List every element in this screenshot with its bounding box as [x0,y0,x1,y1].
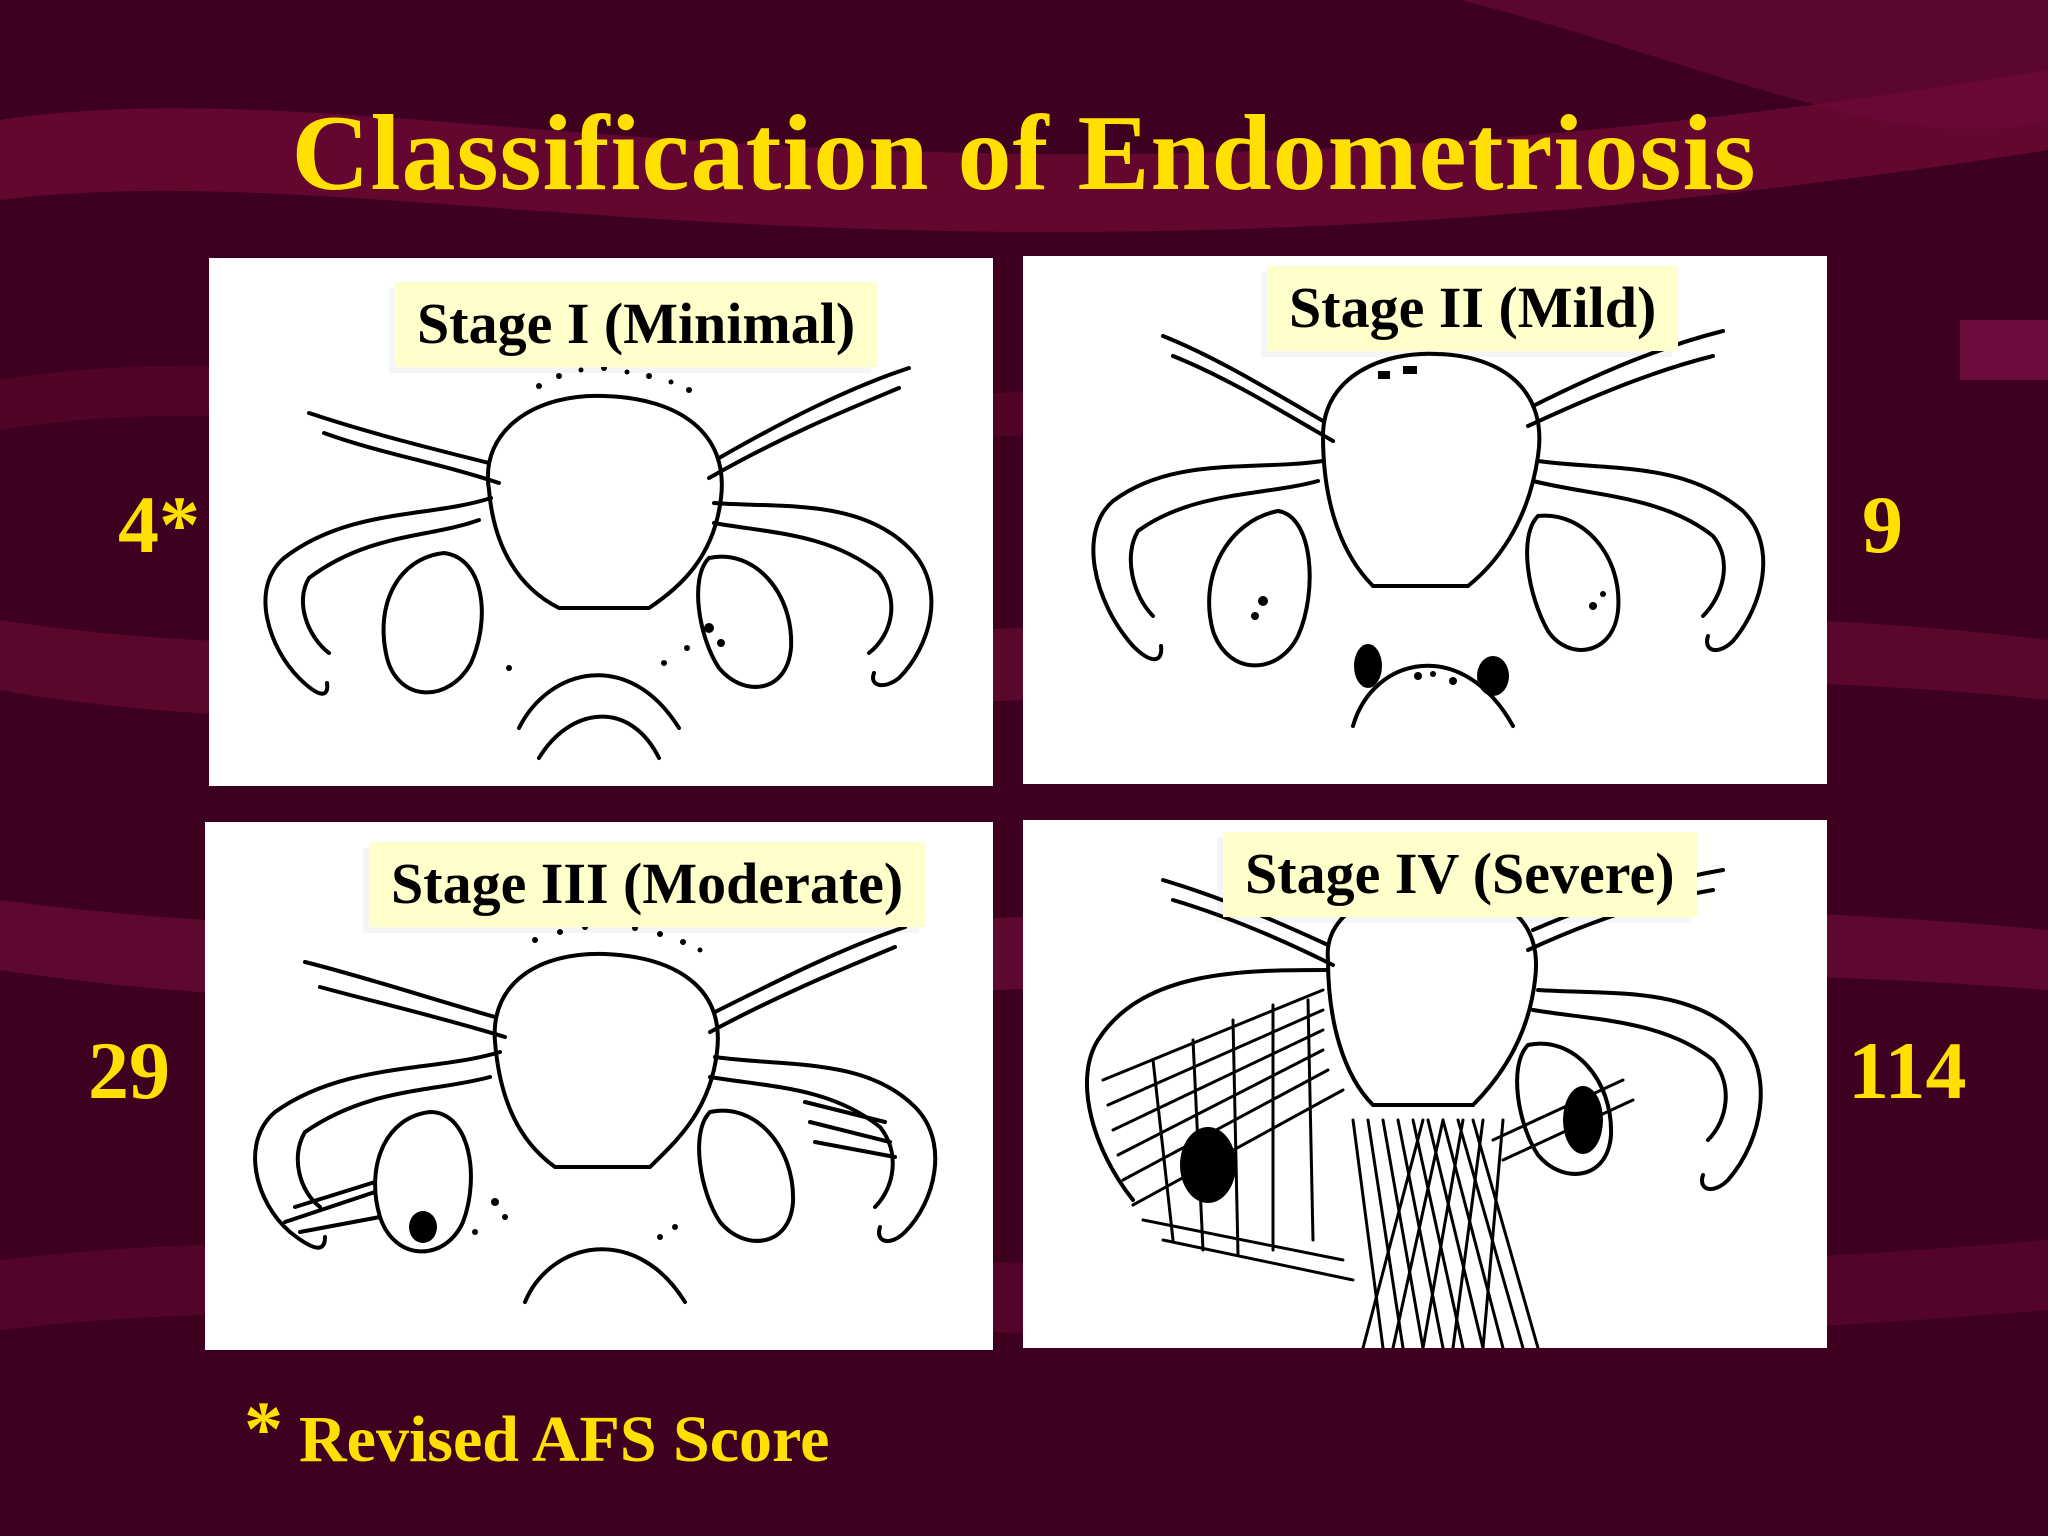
stage-2-uterus-illustration [1091,329,1766,728]
stage-3-score: 29 [88,1025,170,1116]
stage-2-score: 9 [1862,479,1903,570]
footnote: *Revised AFS Score [244,1384,829,1478]
stage-1-uterus-illustration [263,365,934,760]
slide-title: Classification of Endometriosis [291,94,1757,213]
stage-3-panel: Stage III (Moderate) [205,822,993,1350]
stage-2-label: Stage II (Mild) [1267,266,1679,351]
stage-1-score: 4* [118,479,200,570]
stage-1-label: Stage I (Minimal) [395,282,878,367]
stage-4-label: Stage IV (Severe) [1223,832,1697,917]
stage-2-panel: Stage II (Mild) [1023,256,1827,784]
stage-3-uterus-illustration [253,921,938,1304]
footnote-marker: * [244,1385,283,1472]
stage-3-label: Stage III (Moderate) [369,842,926,927]
stage-4-score: 114 [1848,1025,1967,1116]
footnote-text: Revised AFS Score [299,1403,830,1476]
stage-1-panel: Stage I (Minimal) [209,258,993,786]
stage-4-panel: Stage IV (Severe) [1023,820,1827,1348]
